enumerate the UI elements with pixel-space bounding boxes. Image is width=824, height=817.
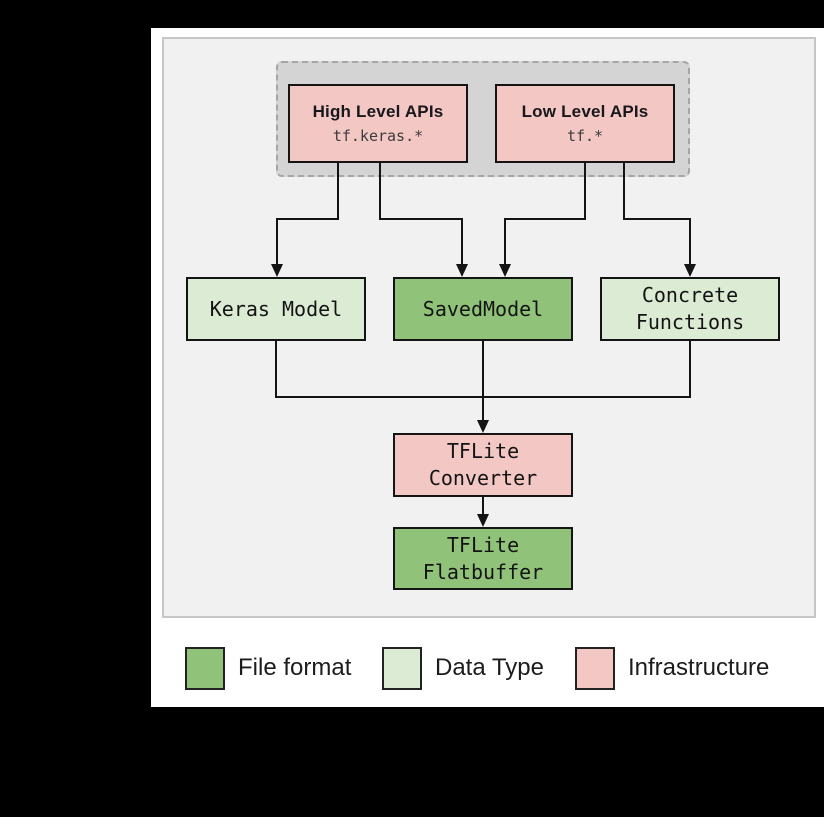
savedmodel-label: SavedModel xyxy=(422,296,544,321)
file-format-label: File format xyxy=(238,654,352,681)
tflite-converter-label: TFLite Converter xyxy=(428,439,538,490)
low-level-apis-code: tf.* xyxy=(566,127,604,145)
legend-item-file-format: File format xyxy=(185,646,351,690)
node-tflite-converter: TFLite Converter xyxy=(393,433,573,497)
infrastructure-swatch-icon xyxy=(575,646,615,690)
data-type-swatch-icon xyxy=(382,646,422,690)
legend-item-data-type: Data Type xyxy=(382,646,544,690)
node-low-level-apis: Low Level APIs tf.* xyxy=(495,84,675,163)
node-keras-model: Keras Model xyxy=(186,277,366,341)
tflite-flatbuffer-label: TFLite Flatbuffer xyxy=(422,532,544,584)
legend-item-infrastructure: Infrastructure xyxy=(575,646,769,690)
file-format-swatch-icon xyxy=(185,646,225,690)
node-tflite-flatbuffer: TFLite Flatbuffer xyxy=(393,527,573,590)
infrastructure-label: Infrastructure xyxy=(628,654,770,681)
concrete-functions-label: Concrete Functions xyxy=(635,283,745,334)
high-level-apis-title: High Level APIs xyxy=(312,102,444,121)
node-concrete-functions: Concrete Functions xyxy=(600,277,780,341)
node-high-level-apis: High Level APIs tf.keras.* xyxy=(288,84,468,163)
low-level-apis-title: Low Level APIs xyxy=(521,102,649,121)
node-savedmodel: SavedModel xyxy=(393,277,573,341)
keras-model-label: Keras Model xyxy=(209,296,343,321)
high-level-apis-code: tf.keras.* xyxy=(332,127,424,145)
data-type-label: Data Type xyxy=(435,654,544,681)
